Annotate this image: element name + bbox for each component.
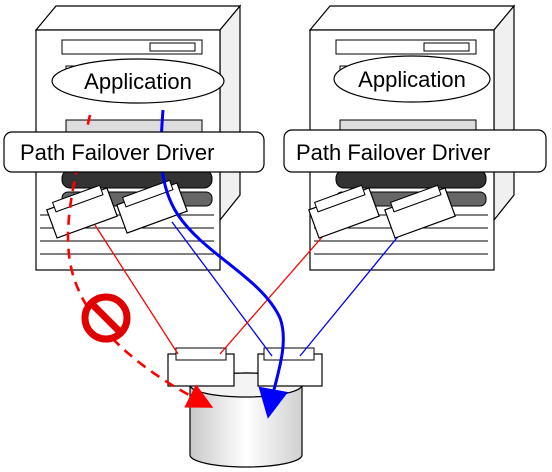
storage-disk-icon: [167, 347, 323, 468]
application-label-left: Application: [84, 69, 192, 94]
application-label-right: Application: [358, 67, 466, 92]
application-bubble-right: [333, 55, 491, 103]
driver-label-left: Path Failover Driver: [20, 140, 214, 165]
path-left-blue: [171, 221, 273, 357]
connection-lines: [94, 221, 406, 357]
path-left-red: [94, 224, 179, 355]
path-right-red: [219, 227, 331, 355]
application-bubble-left: [51, 58, 225, 104]
path-right-blue: [299, 227, 406, 357]
driver-label-right: Path Failover Driver: [296, 140, 490, 165]
prohibited-icon: [81, 293, 131, 343]
driver-box-right: [283, 129, 547, 173]
driver-box-left: [3, 131, 265, 173]
failed-path-arrow-icon: [66, 114, 214, 408]
